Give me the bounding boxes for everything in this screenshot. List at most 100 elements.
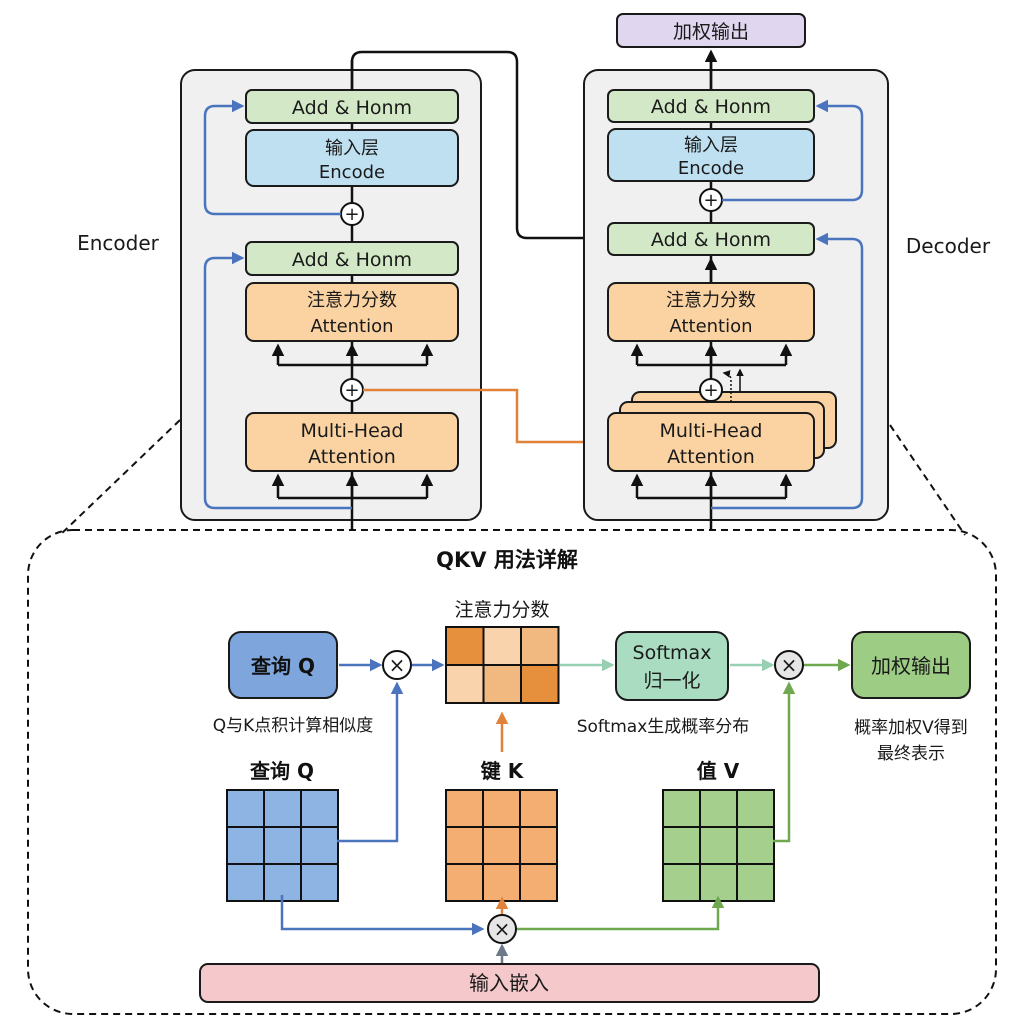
callout-frame xyxy=(27,529,997,1015)
matrix-cell xyxy=(519,863,558,902)
encoder-multi-head-attention xyxy=(245,412,459,472)
matrix-cell xyxy=(699,826,738,865)
value-projection-connector xyxy=(516,895,725,931)
matrix-cell xyxy=(226,789,265,828)
matrix-cell xyxy=(445,826,484,865)
decoder-add-norm-mid xyxy=(607,222,815,256)
matrix-cell xyxy=(482,863,521,902)
encoder-input-layer-line1: 输入层 xyxy=(325,138,379,159)
query-matrix xyxy=(226,789,339,902)
matrix-cell xyxy=(300,863,339,902)
decoder-input-layer-line2: Encode xyxy=(678,158,744,179)
decoder-output-box xyxy=(616,13,806,48)
plus-icon: + xyxy=(703,190,718,211)
decoder-multi-head-line2: Attention xyxy=(667,446,755,468)
output-caption-line1: 概率加权V得到 xyxy=(854,718,968,738)
score-cell xyxy=(445,664,485,704)
query-box-label: 查询 Q xyxy=(251,654,315,678)
encoder-label: Encoder xyxy=(77,231,160,255)
value-to-multiply-connector xyxy=(773,681,796,843)
multiply-icon-embedding xyxy=(487,914,517,944)
weighted-output-box xyxy=(851,631,971,699)
multiply-icon-qk xyxy=(382,650,412,680)
decoder-residual-bottom xyxy=(711,232,864,510)
matrix-cell xyxy=(445,789,484,828)
matrix-cell xyxy=(300,826,339,865)
matrix-v-label: 值 V xyxy=(697,759,740,783)
qkv-detail-callout xyxy=(27,419,997,1015)
matrix-cell xyxy=(519,826,558,865)
query-projection-connector xyxy=(280,895,485,936)
output-caption-line2: 最终表示 xyxy=(877,744,945,764)
softmax-caption: Softmax生成概率分布 xyxy=(577,717,750,737)
decoder-input-layer-line1: 输入层 xyxy=(684,135,738,156)
decoder-attention-scores-line2: Attention xyxy=(669,316,752,337)
decoder-attention-scores-line1: 注意力分数 xyxy=(666,290,756,311)
matrix-cell xyxy=(226,863,265,902)
attention-score-matrix xyxy=(445,626,560,704)
times-glyph: × xyxy=(781,653,798,677)
encoder-multi-head-line1: Multi-Head xyxy=(301,420,404,442)
encoder-residual-top xyxy=(203,99,341,216)
encoder-to-decoder-connector xyxy=(350,50,607,245)
decoder-multi-head-attention xyxy=(607,412,815,472)
matrix-cell xyxy=(662,863,701,902)
matrix-cell xyxy=(263,826,302,865)
encoder-input-layer xyxy=(245,129,459,187)
decoder-input-layer xyxy=(607,128,815,182)
qkv-detail: QKV 用法详解 查询 Q Q与K点积计算相似度 × 注意力分数 Softmax… xyxy=(199,548,971,1003)
encoder-attention-scores-line2: Attention xyxy=(310,316,393,337)
decoder-label: Decoder xyxy=(906,234,991,258)
matrix-q-label: 查询 Q xyxy=(250,759,314,783)
matrix-cell xyxy=(662,826,701,865)
weighted-output-label: 加权输出 xyxy=(871,654,951,678)
decoder-block: 加权输出 Decoder Add & Honm 输入层 Encode + Add… xyxy=(583,13,991,530)
encoder-input-layer-line2: Encode xyxy=(319,162,385,183)
encoder-add-norm-mid-label: Add & Honm xyxy=(292,249,412,271)
times-glyph: × xyxy=(389,653,406,677)
matrix-cell xyxy=(226,826,265,865)
softmax-line2: 归一化 xyxy=(643,670,700,692)
decoder-add-icon-bottom xyxy=(699,378,723,402)
score-cell xyxy=(520,664,560,704)
times-glyph: × xyxy=(494,917,511,941)
decoder-attention-scores xyxy=(607,282,815,342)
value-matrix xyxy=(662,789,775,902)
decoder-residual-top xyxy=(722,99,864,202)
score-cell xyxy=(445,626,485,666)
softmax-line1: Softmax xyxy=(633,642,712,664)
encoder-block: Encoder Add & Honm 输入层 Encode + Add & Ho… xyxy=(77,60,482,530)
matrix-cell xyxy=(662,789,701,828)
matrix-k-label: 键 K xyxy=(481,759,525,783)
encoder-add-norm-mid xyxy=(245,241,459,276)
matrix-cell xyxy=(736,789,775,828)
matrix-cell xyxy=(519,789,558,828)
query-to-multiply-connector xyxy=(337,681,404,843)
matrix-cell xyxy=(482,826,521,865)
decoder-output-label: 加权输出 xyxy=(673,21,749,43)
encoder-add-norm-top-label: Add & Honm xyxy=(292,97,412,119)
matrix-cell xyxy=(699,789,738,828)
encoder-residual-bottom xyxy=(203,251,352,510)
plus-icon: + xyxy=(344,204,359,225)
encoder-attention-scores xyxy=(245,282,459,342)
decoder-add-norm-top-label: Add & Honm xyxy=(651,96,771,118)
encoder-attention-scores-line1: 注意力分数 xyxy=(307,290,397,311)
matrix-cell xyxy=(482,789,521,828)
plus-icon: + xyxy=(344,380,359,401)
matrix-cell xyxy=(445,863,484,902)
decoder-multi-head-line1: Multi-Head xyxy=(660,420,763,442)
matrix-cell xyxy=(736,826,775,865)
key-matrix xyxy=(445,789,558,902)
query-box xyxy=(228,631,338,699)
multiply-icon-v xyxy=(774,650,804,680)
input-embedding-bar xyxy=(199,963,820,1003)
score-matrix-label: 注意力分数 xyxy=(454,599,549,621)
query-caption: Q与K点积计算相似度 xyxy=(213,716,374,736)
score-cell xyxy=(482,664,522,704)
callout-line-right xyxy=(889,424,966,536)
decoder-add-norm-top xyxy=(607,89,815,123)
encoder-multi-head-line2: Attention xyxy=(308,446,396,468)
callout-line-left xyxy=(59,419,181,536)
